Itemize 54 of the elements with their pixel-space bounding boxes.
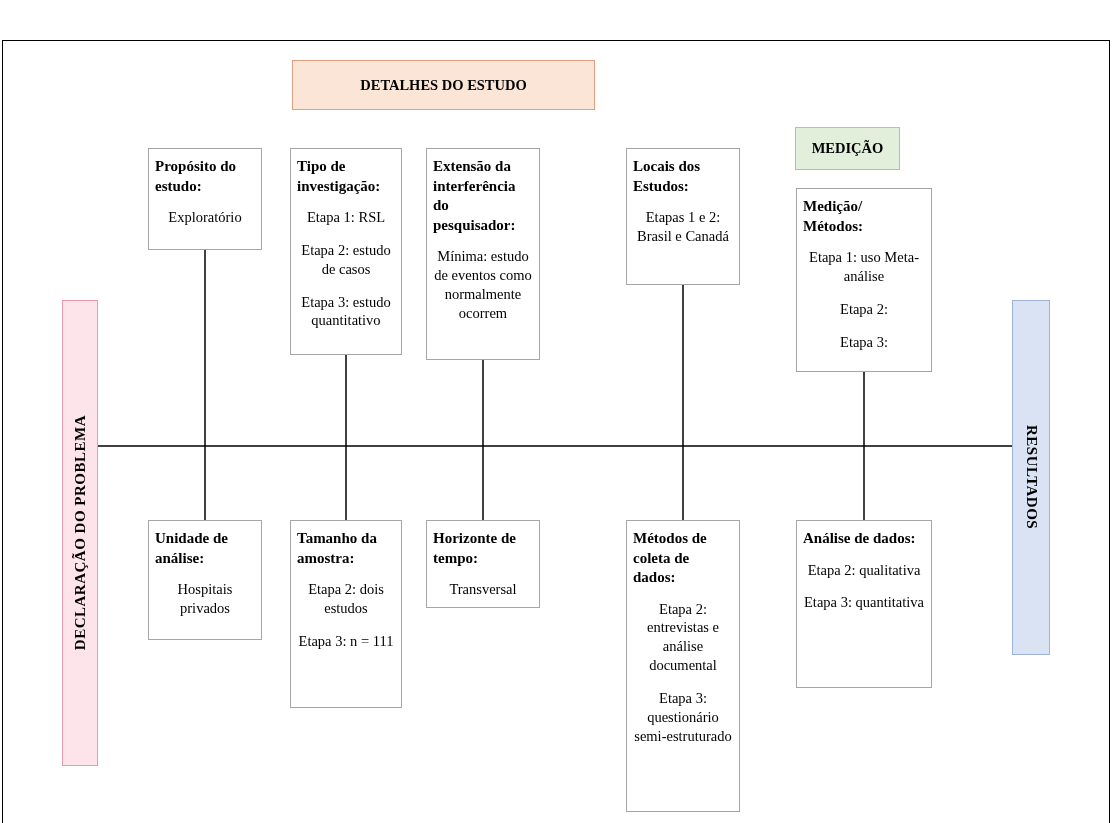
connector-line <box>345 445 347 521</box>
connector-line <box>482 359 484 447</box>
box-text: Etapa 2: estudo de casos <box>300 240 392 279</box>
box-heading: Tamanho da amostra: <box>297 529 378 568</box>
box-text: Transversal <box>448 580 518 599</box>
box-heading: Tipo de investigação: <box>297 157 382 196</box>
info-box <box>148 148 262 250</box>
info-box <box>290 520 402 708</box>
connector-line <box>204 445 206 521</box>
box-heading: Análise de dados: <box>803 529 917 548</box>
side-panel <box>1012 300 1050 655</box>
info-box <box>796 188 932 372</box>
box-heading: Unidade de análise: <box>155 529 229 568</box>
info-box <box>796 520 932 688</box>
info-box <box>626 520 740 812</box>
info-box <box>148 520 262 640</box>
box-heading: Métodos de coleta de dados: <box>633 529 708 587</box>
box-heading: Horizonte de tempo: <box>433 529 517 568</box>
box-text: Etapa 3: estudo quantitativo <box>300 292 392 331</box>
box-text: Etapa 3: questionário semi-estruturado <box>633 688 733 746</box>
box-text: Exploratório <box>167 208 243 227</box>
panel-title: RESULTADOS <box>1022 425 1040 530</box>
panel-title: DECLARAÇÃO DO PROBLEMA <box>71 415 89 651</box>
connector-line <box>863 371 865 447</box>
connector-line <box>863 445 865 521</box>
box-text: Etapa 2: qualitativa <box>806 560 922 580</box>
box-text: Etapa 1: uso Meta-análise <box>808 248 920 286</box>
info-box <box>426 520 540 608</box>
info-box <box>290 148 402 355</box>
box-heading: Medição/ Métodos: <box>803 197 864 236</box>
box-text: Etapa 3: quantitativa <box>803 593 925 613</box>
spine-line <box>97 445 1013 447</box>
box-text: Hospitais privados <box>176 580 234 618</box>
box-heading: Locais dos Estudos: <box>633 157 702 196</box>
connector-line <box>682 284 684 447</box>
heading-band: DETALHES DO ESTUDO <box>292 60 595 110</box>
info-box <box>426 148 540 360</box>
box-text: Etapa 2: entrevistas e análise documental <box>645 599 721 675</box>
connector-line <box>682 445 684 521</box>
connector-line <box>204 249 206 447</box>
box-text: Etapas 1 e 2: Brasil e Canadá <box>636 208 730 246</box>
box-text: Etapa 2: dois estudos <box>307 580 385 618</box>
info-box <box>626 148 740 285</box>
box-text: Etapa 1: RSL <box>305 208 387 227</box>
box-heading: Extensão da interferência do pesquisador: <box>433 157 517 235</box>
box-heading: Propósito do estudo: <box>155 157 237 196</box>
connector-line <box>345 354 347 447</box>
box-text: Mínima: estudo de eventos como normalmente ocorrem <box>433 247 533 323</box>
box-text: Etapa 3: <box>839 332 889 352</box>
heading-band: MEDIÇÃO <box>795 127 900 170</box>
box-text: Etapa 2: <box>839 299 889 319</box>
box-text: Etapa 3: n = 111 <box>297 631 395 651</box>
connector-line <box>482 445 484 521</box>
side-panel <box>62 300 98 766</box>
